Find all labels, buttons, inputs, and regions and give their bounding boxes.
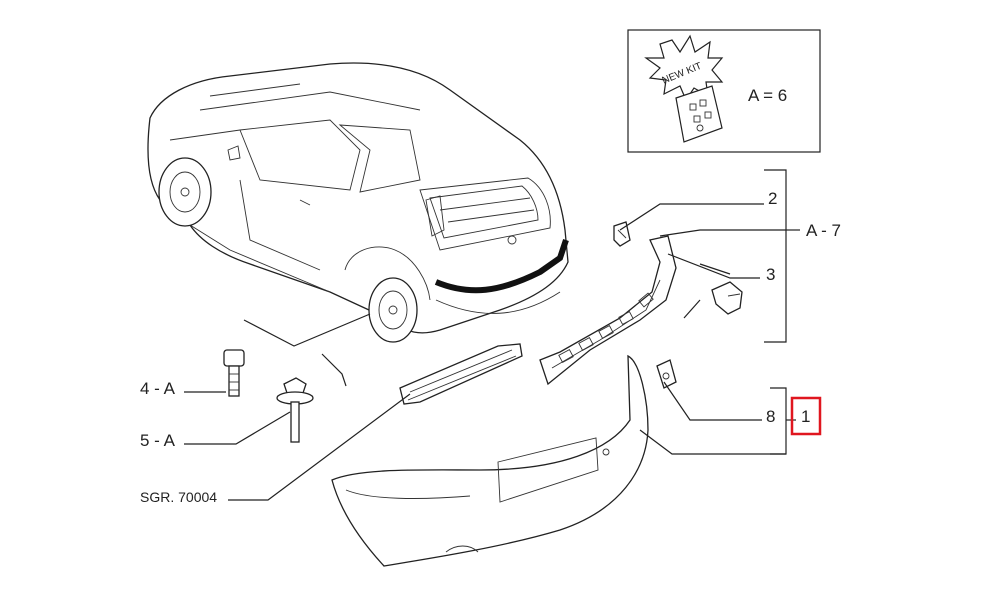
bracket-part-8-icon [656, 359, 677, 389]
kit-bag-clips-icon [689, 99, 712, 132]
leader-lines [184, 169, 800, 501]
energy-absorber [399, 343, 523, 405]
callout-a7: A - 7 [806, 221, 841, 240]
kit-label: A = 6 [748, 86, 787, 105]
car-illustration [147, 62, 569, 343]
clip-part-3-icon [711, 281, 743, 315]
bumper-cover [331, 354, 649, 567]
callout-8: 8 [766, 407, 775, 426]
callout-2: 2 [768, 189, 777, 208]
bolt-part-4a-icon [223, 349, 245, 397]
bracket-part-2-icon [613, 221, 631, 247]
callout-5a: 5 - A [140, 431, 176, 450]
callout-1-highlight-box [790, 396, 822, 436]
new-kit-inset: NEW KIT A = 6 [627, 29, 821, 153]
callout-4a: 4 - A [140, 379, 176, 398]
callout-3: 3 [766, 265, 775, 284]
pin-part-5a-icon [276, 377, 314, 443]
bumper-beam [539, 235, 677, 386]
callout-1: 1 [801, 407, 810, 426]
kit-bag-icon [675, 85, 723, 143]
callout-sgr: SGR. 70004 [140, 489, 217, 505]
